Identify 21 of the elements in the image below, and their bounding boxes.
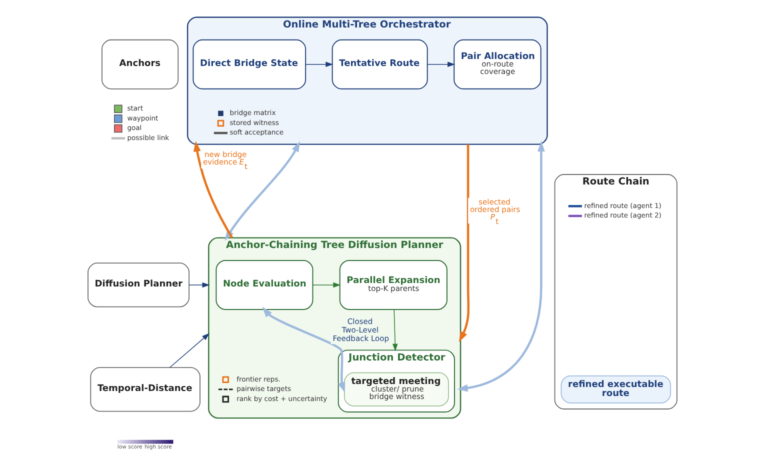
node-box: Node Evaluation <box>215 260 313 310</box>
node-box: Anchors <box>101 39 178 90</box>
arrow <box>188 282 210 288</box>
node-box: Pair Allocation on-route coverage <box>453 39 541 90</box>
edge-label: Closed Two-Level Feedback Loop <box>332 317 389 343</box>
node-box: Parallel Expansion top-K parents <box>338 260 447 310</box>
arrow <box>192 140 233 238</box>
arrow <box>312 282 340 288</box>
node-box: Tentative Route <box>331 39 428 90</box>
node-box: Direct Bridge State <box>192 39 306 90</box>
arrow <box>168 333 210 368</box>
node-box: targeted meeting cluster/ prune bridge witness <box>344 372 448 406</box>
arrow <box>262 306 345 393</box>
node-box: refined executable route <box>560 375 670 404</box>
arrow <box>458 144 470 342</box>
arrow <box>392 309 398 352</box>
arrow <box>304 62 333 68</box>
node-box: Diffusion Planner <box>87 262 190 308</box>
node-box: Temporal-Distance <box>90 367 200 412</box>
arrow <box>426 62 455 68</box>
arrow <box>456 140 544 392</box>
